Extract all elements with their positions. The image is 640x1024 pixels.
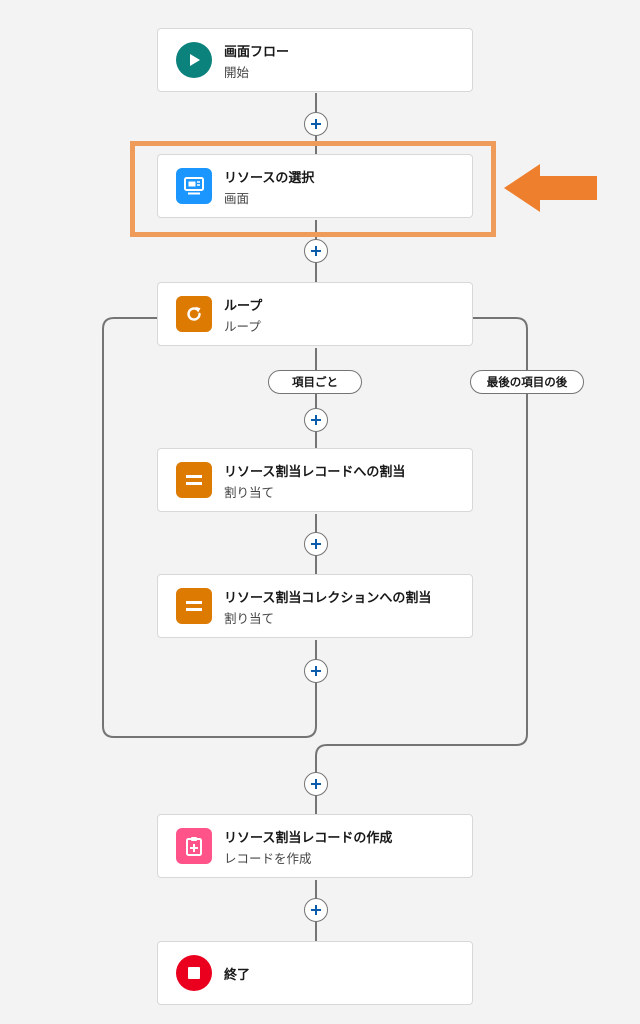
assignment-icon [176,588,212,624]
plus-icon [311,246,321,256]
plus-icon [311,415,321,425]
node-title: リソース割当コレクションへの割当 [224,591,432,606]
node-subtitle: レコードを作成 [224,851,312,866]
assignment-icon [176,462,212,498]
flow-node-screen[interactable]: リソースの選択 画面 [157,154,473,218]
node-subtitle: 割り当て [224,485,275,500]
node-title: 終了 [224,968,251,983]
plus-icon [311,539,321,549]
node-title: リソースの選択 [224,171,315,186]
stop-icon [176,955,212,991]
flow-node-start[interactable]: 画面フロー 開始 [157,28,473,92]
add-element-button[interactable] [304,408,328,432]
add-element-button[interactable] [304,239,328,263]
add-element-button[interactable] [304,898,328,922]
loop-icon [176,296,212,332]
node-title: リソース割当レコードへの割当 [224,465,406,480]
node-subtitle: 画面 [224,191,250,206]
pointer-arrow-icon [504,164,597,212]
branch-label-for-each: 項目ごと [268,370,362,394]
flow-node-create-record[interactable]: リソース割当レコードの作成 レコードを作成 [157,814,473,878]
plus-icon [311,905,321,915]
flow-node-assignment-record[interactable]: リソース割当レコードへの割当 割り当て [157,448,473,512]
flow-node-assignment-collection[interactable]: リソース割当コレクションへの割当 割り当て [157,574,473,638]
screen-icon [176,168,212,204]
add-element-button[interactable] [304,532,328,556]
add-element-button[interactable] [304,659,328,683]
play-icon [176,42,212,78]
highlight-box [130,141,496,237]
node-title: ループ [224,299,263,314]
branch-label-after-last: 最後の項目の後 [470,370,584,394]
node-title: 画面フロー [224,45,290,60]
add-element-button[interactable] [304,772,328,796]
add-element-button[interactable] [304,112,328,136]
node-subtitle: ループ [224,319,261,334]
flow-node-loop[interactable]: ループ ループ [157,282,473,346]
plus-icon [311,119,321,129]
node-title: リソース割当レコードの作成 [224,831,393,846]
node-subtitle: 開始 [224,65,250,80]
create-record-icon [176,828,212,864]
node-subtitle: 割り当て [224,611,275,626]
flow-node-end[interactable]: 終了 [157,941,473,1005]
plus-icon [311,666,321,676]
plus-icon [311,779,321,789]
